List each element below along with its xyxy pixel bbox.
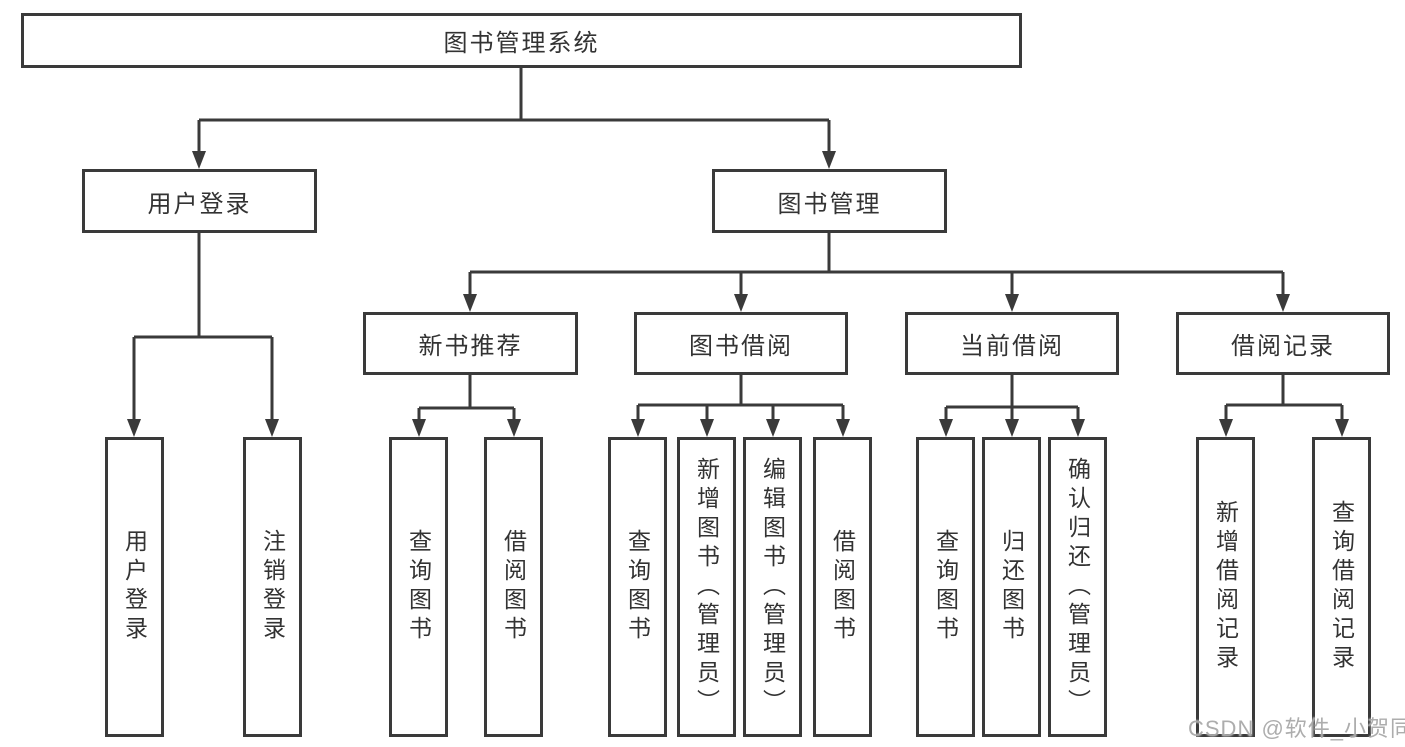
leaf-confirm-return-admin-label: 确认归还（管理员）	[1064, 456, 1091, 718]
leaf-logout-label: 注销登录	[259, 529, 286, 645]
arrow-down-icon	[734, 294, 748, 312]
arrow-down-icon	[1005, 294, 1019, 312]
node-borrow-records: 借阅记录	[1176, 312, 1390, 375]
leaf-edit-books-admin-label: 编辑图书（管理员）	[759, 456, 786, 718]
leaf-query-books-borrow-label: 查询图书	[624, 529, 651, 645]
node-new-book-recommend: 新书推荐	[363, 312, 578, 375]
arrow-down-icon	[939, 419, 953, 437]
node-book-management-label: 图书管理	[777, 190, 882, 218]
node-root-label: 图书管理系统	[443, 30, 600, 57]
arrow-down-icon	[631, 419, 645, 437]
node-book-borrow-label: 图书借阅	[689, 333, 793, 360]
connector-root-to-level1	[197, 68, 831, 153]
leaf-query-books-recommend-label: 查询图书	[405, 529, 432, 645]
arrow-down-icon	[1276, 294, 1290, 312]
arrow-down-icon	[412, 419, 426, 437]
connector-book-borrow-children	[636, 375, 845, 421]
node-book-management: 图书管理	[712, 169, 947, 233]
leaf-add-borrow-record: 新增借阅记录	[1196, 437, 1255, 737]
node-user-login-label: 用户登录	[147, 190, 252, 218]
arrow-down-icon	[822, 151, 836, 169]
leaf-borrow-books: 借阅图书	[813, 437, 872, 737]
arrow-down-icon	[127, 419, 141, 437]
node-root: 图书管理系统	[21, 13, 1022, 68]
connector-current-borrow-children	[944, 375, 1080, 421]
arrow-down-icon	[1335, 419, 1349, 437]
arrow-down-icon	[192, 151, 206, 169]
arrow-down-icon	[1219, 419, 1233, 437]
connector-user-login-children	[132, 233, 274, 421]
connector-book-management-children	[468, 233, 1285, 296]
arrow-down-icon	[766, 419, 780, 437]
leaf-add-books-admin: 新增图书（管理员）	[677, 437, 736, 737]
leaf-query-borrow-record-label: 查询借阅记录	[1328, 500, 1355, 674]
leaf-borrow-books-recommend-label: 借阅图书	[500, 529, 527, 645]
arrow-down-icon	[265, 419, 279, 437]
leaf-query-books-borrow: 查询图书	[608, 437, 667, 737]
node-current-borrow: 当前借阅	[905, 312, 1119, 375]
arrow-down-icon	[1071, 419, 1085, 437]
arrow-down-icon	[463, 294, 477, 312]
node-current-borrow-label: 当前借阅	[960, 333, 1064, 360]
csdn-watermark: CSDN @软件_小贺同学	[1188, 716, 1405, 741]
node-new-book-recommend-label: 新书推荐	[418, 333, 523, 360]
arrow-down-icon	[507, 419, 521, 437]
leaf-user-login-label: 用户登录	[121, 529, 148, 645]
connector-borrow-record-children	[1224, 375, 1344, 421]
leaf-confirm-return-admin: 确认归还（管理员）	[1048, 437, 1107, 737]
leaf-query-borrow-record: 查询借阅记录	[1312, 437, 1371, 737]
leaf-query-books-current: 查询图书	[916, 437, 975, 737]
leaf-return-books-label: 归还图书	[998, 529, 1025, 645]
node-borrow-records-label: 借阅记录	[1231, 333, 1335, 360]
leaf-borrow-books-recommend: 借阅图书	[484, 437, 543, 737]
node-user-login: 用户登录	[82, 169, 317, 233]
leaf-logout: 注销登录	[243, 437, 302, 737]
leaf-query-books-current-label: 查询图书	[932, 529, 959, 645]
arrow-down-icon	[700, 419, 714, 437]
node-book-borrow: 图书借阅	[634, 312, 848, 375]
leaf-return-books: 归还图书	[982, 437, 1041, 737]
leaf-edit-books-admin: 编辑图书（管理员）	[743, 437, 802, 737]
leaf-borrow-books-label: 借阅图书	[829, 529, 856, 645]
leaf-query-books-recommend: 查询图书	[389, 437, 448, 737]
leaf-add-books-admin-label: 新增图书（管理员）	[693, 456, 720, 718]
arrow-down-icon	[1005, 419, 1019, 437]
leaf-add-borrow-record-label: 新增借阅记录	[1212, 500, 1239, 674]
connector-new-book-children	[417, 375, 516, 421]
arrow-down-icon	[836, 419, 850, 437]
leaf-user-login: 用户登录	[105, 437, 164, 737]
